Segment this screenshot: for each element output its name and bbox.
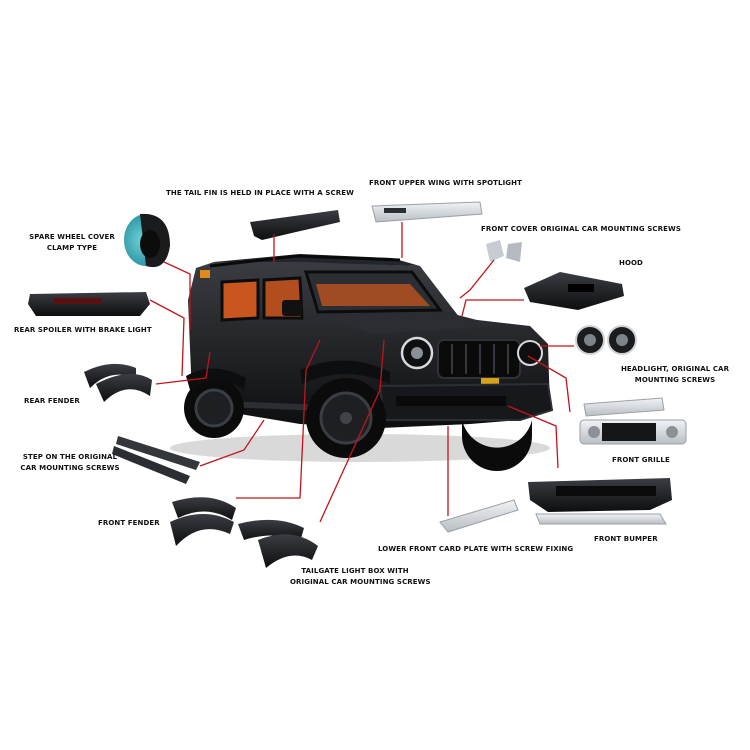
step-part <box>112 436 200 484</box>
side-mirror <box>282 300 302 316</box>
brake-light <box>54 298 102 304</box>
leader-rear-spoiler <box>149 299 185 377</box>
label-tailgate-light-box: TAILGATE LIGHT BOX WITH ORIGINAL CAR MOU… <box>290 566 431 588</box>
leader-front-cover <box>459 259 495 299</box>
label-front-grille: FRONT GRILLE <box>612 456 670 464</box>
headlight-left-lens <box>411 347 423 359</box>
label-spare-wheel-cover: SPARE WHEEL COVER CLAMP TYPE <box>22 232 122 254</box>
wing-spotlight <box>384 208 406 213</box>
label-tailgate-light-box-line2: ORIGINAL CAR MOUNTING SCREWS <box>290 578 431 586</box>
leader-front-fender <box>236 339 321 499</box>
front-upper-wing-part <box>371 201 483 223</box>
roof-amber-light <box>200 270 210 278</box>
label-headlight: HEADLIGHT, ORIGINAL CAR MOUNTING SCREWS <box>615 364 735 386</box>
tailgate-light-box-part <box>238 519 318 568</box>
label-front-upper-wing: FRONT UPPER WING WITH SPOTLIGHT <box>369 179 522 187</box>
label-tail-fin: THE TAIL FIN IS HELD IN PLACE WITH A SCR… <box>166 189 354 197</box>
front-wheel-left <box>306 378 386 458</box>
rear-fender-flare <box>186 368 246 390</box>
vehicle-roof <box>214 254 420 266</box>
headlight-right <box>517 340 543 366</box>
leader-hood <box>461 299 524 317</box>
leader-front-grille <box>527 355 571 413</box>
vehicle <box>170 254 554 471</box>
rear-wheel <box>184 378 244 438</box>
label-headlight-line1: HEADLIGHT, ORIGINAL CAR <box>620 365 730 373</box>
roof-rack <box>209 254 401 268</box>
front-fender-part <box>170 497 236 546</box>
label-step-line1: STEP ON THE ORIGINAL <box>22 453 118 461</box>
leader-spare-wheel <box>163 261 191 330</box>
leader-lines <box>149 222 574 523</box>
label-rear-fender: REAR FENDER <box>24 397 80 405</box>
grille-bars <box>451 344 509 374</box>
front-fender-flare <box>300 360 390 384</box>
front-bumper-part <box>528 478 672 525</box>
label-spare-wheel-cover-line1: SPARE WHEEL COVER <box>29 233 115 241</box>
label-front-cover-screws: FRONT COVER ORIGINAL CAR MOUNTING SCREWS <box>481 225 681 233</box>
label-lower-front-plate: LOWER FRONT CARD PLATE WITH SCREW FIXING <box>378 545 574 553</box>
bumper-intake <box>396 396 506 406</box>
tail-fin-part <box>250 210 340 240</box>
label-step-line2: CAR MOUNTING SCREWS <box>20 464 120 472</box>
lower-front-plate-part <box>439 499 519 533</box>
leader-rear-fender <box>155 351 211 385</box>
hood-vent <box>568 284 594 292</box>
rear-window <box>220 278 260 322</box>
front-cover-brackets-part <box>486 240 522 262</box>
label-spare-wheel-cover-line2: CLAMP TYPE <box>46 244 98 252</box>
label-headlight-line2: MOUNTING SCREWS <box>634 376 716 384</box>
front-wheel-right <box>462 420 532 471</box>
vehicle-hood <box>318 312 500 334</box>
leader-tailgate-box <box>319 339 385 523</box>
label-hood: HOOD <box>619 259 643 267</box>
spare-wheel-cover-part <box>124 213 170 268</box>
leader-step <box>199 419 265 467</box>
label-front-bumper: FRONT BUMPER <box>594 535 658 543</box>
interior-visible <box>316 284 430 306</box>
front-grille-part <box>579 397 687 445</box>
leader-front-bumper <box>507 405 559 469</box>
headlight-pair-part <box>575 325 637 355</box>
label-rear-spoiler: REAR SPOILER WITH BRAKE LIGHT <box>14 326 152 334</box>
front-badge <box>481 378 499 388</box>
rear-fender-part <box>84 363 152 402</box>
label-step: STEP ON THE ORIGINAL CAR MOUNTING SCREWS <box>20 452 120 474</box>
label-tailgate-light-box-line1: TAILGATE LIGHT BOX WITH <box>301 567 409 575</box>
label-front-fender: FRONT FENDER <box>98 519 160 527</box>
